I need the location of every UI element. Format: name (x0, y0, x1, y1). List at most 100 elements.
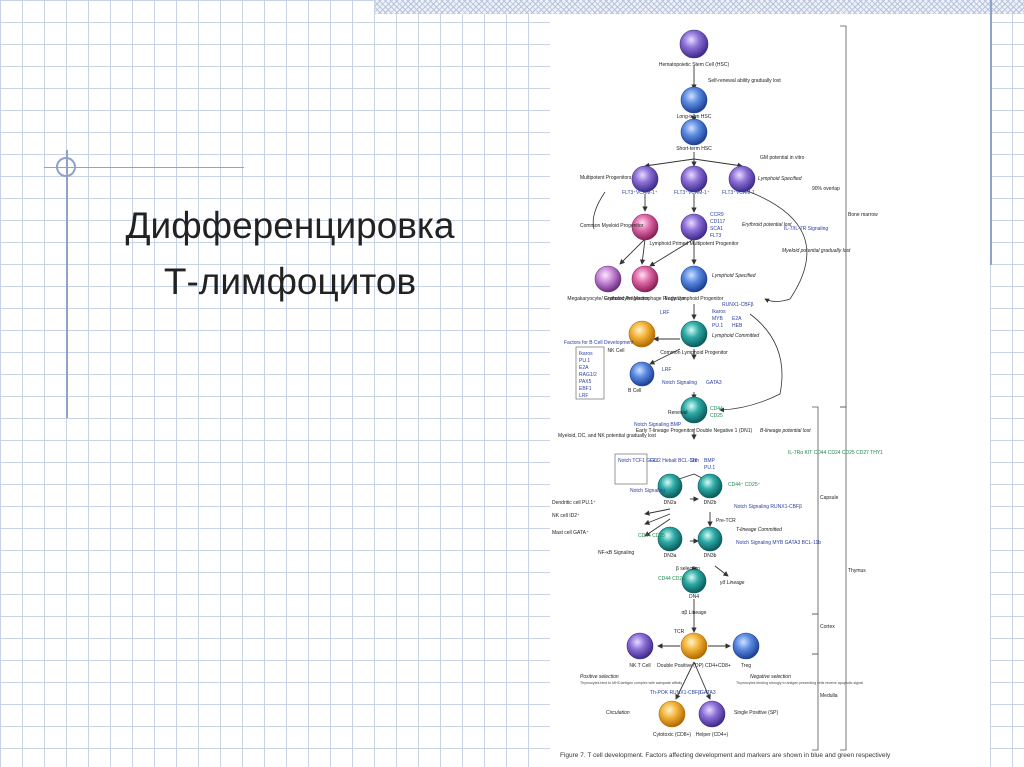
label-nk-cell: NK Cell (608, 348, 625, 354)
label-rag: RAG1/2 (579, 372, 597, 378)
label-runx: RUNX1-CBFβ (722, 302, 754, 308)
label-cd25: CD25 (710, 413, 723, 419)
label-helper: Helper (CD4+) (696, 732, 729, 738)
label-myeloid-lost: Myeloid potential gradually lost (782, 248, 851, 254)
label-medulla: Medulla (820, 693, 838, 699)
label-notch-myb: Notch Signaling MYB GATA3 BCL-11b (736, 540, 821, 546)
cell-nkt (626, 632, 654, 660)
label-cd44m: CD44 CD25 (638, 533, 665, 539)
label-pu1-r: PU.1 (712, 323, 723, 329)
label-gd: γδ Lineage (720, 580, 745, 586)
cell-b (629, 361, 655, 387)
label-mast: Mast cell GATA⁺ (552, 530, 589, 536)
label-bone-marrow: Bone marrow (848, 212, 878, 218)
label-pax5: PAX5 (579, 379, 592, 385)
label-self-renewal: Self-renewal ability gradually lost (708, 78, 781, 84)
cell-dn3b (697, 526, 723, 552)
label-il7r: IL-7/IL-7R Signaling (784, 226, 828, 232)
label-cortex: Cortex (820, 624, 835, 630)
label-overlap: 90% overlap (812, 186, 840, 192)
cell-mpp-a (631, 165, 659, 193)
cell-hsc (679, 29, 709, 59)
label-circulation: Circulation (606, 710, 630, 716)
label-gm-potential: GM potential in vitro (760, 155, 805, 161)
label-heb: HEB (732, 323, 743, 329)
label-cd117: CD117 (710, 219, 725, 225)
label-flt3-a: FLT3⁺VCAM-1⁺ (622, 190, 658, 196)
title-line-1: Дифференцировка (125, 205, 455, 246)
label-markers: IL-7Rα KIT CD44 CD24 CD25 CD27 THY1 (788, 450, 883, 456)
label-beta: β selection (676, 566, 700, 572)
label-hsc: Hematopoietic Stem Cell (HSC) (659, 62, 730, 68)
label-ikaros-r: Ikaros (712, 309, 726, 315)
decor-horizontal-line (44, 167, 244, 168)
label-nkt: NK T Cell (629, 663, 650, 669)
label-cd44p: CD44⁺ CD25⁺ (728, 482, 761, 488)
arrows (619, 66, 743, 700)
label-notch-runx: Notch Signaling RUNX1-CBFβ (734, 504, 802, 510)
label-myb: MYB (712, 316, 724, 322)
label-gmp: Granulocyte/ Macrophage Progenitor (604, 296, 686, 302)
cell-dn4 (681, 568, 707, 594)
cell-clp (680, 320, 708, 348)
label-gata3: GATA3 (706, 380, 722, 386)
label-dp: Double Positive (DP) CD4+CD8+ (657, 663, 731, 669)
label-renewal: Renewal (668, 410, 687, 416)
cell-mpp-b (680, 165, 708, 193)
label-cd44d: CD44 CD25 (658, 576, 685, 582)
cells (594, 29, 760, 728)
label-sp: Single Positive (SP) (734, 710, 779, 716)
factor-labels: FLT3⁺VCAM-1⁺ FLT3⁺VCAM-1⁺ FLT3⁺VCAM-1 CC… (564, 190, 828, 696)
label-e2a: E2A (579, 365, 589, 371)
cell-gmp (631, 265, 659, 293)
decor-vertical-line (66, 150, 68, 418)
label-dn3b: DN3b (704, 553, 717, 559)
marker-labels: CD44 CD25 IL-7Rα KIT CD44 CD24 CD25 CD27… (638, 406, 883, 582)
label-lmpp: Lymphoid Primed Multipotent Progenitor (649, 241, 738, 247)
label-thpok: Th-POK RUNX1-CBFβ (650, 690, 701, 696)
label-b-lineage: B-lineage potential lost (760, 428, 811, 434)
cell-etp (680, 396, 708, 424)
label-pu1: PU.1 (579, 358, 590, 364)
label-sca1: SCA1 (710, 226, 723, 232)
label-nfkb: NF-κB Signaling (598, 550, 634, 556)
label-pos-sel: Positive selection (580, 674, 619, 680)
label-lymphoid-specified: Lymphoid Specified (758, 176, 802, 182)
decor-circle (56, 157, 76, 177)
cell-nk (628, 320, 656, 348)
label-ccr9: CCR9 (710, 212, 724, 218)
label-st-hsc: Short-term HSC (676, 146, 712, 152)
label-pretcr: Pre-TCR (716, 518, 736, 524)
label-elp: Early Lymphoid Progenitor (665, 296, 724, 302)
label-lymphoid-committed: Lymphoid Committed (712, 333, 759, 339)
label-flt3: FLT3 (710, 233, 722, 239)
cell-dn2b (697, 473, 723, 499)
cell-cmp (631, 213, 659, 241)
label-flt3-b: FLT3⁺VCAM-1⁺ (674, 190, 710, 196)
diagram-svg: Hematopoietic Stem Cell (HSC) Self-renew… (552, 25, 883, 751)
cell-dn3a (657, 526, 683, 552)
label-pu1-2: PU.1 (704, 465, 715, 471)
label-dn2b: DN2b (704, 500, 717, 506)
cell-st-hsc (680, 118, 708, 146)
cell-lmpp (680, 213, 708, 241)
label-b-cell: B Cell (628, 388, 641, 394)
cell-mep (594, 265, 622, 293)
label-erythroid: Erythroid potential lost (742, 222, 792, 228)
cell-mpp-c (728, 165, 756, 193)
label-notch-sig: Notch Signaling (662, 380, 697, 386)
decor-vertical-line-right (990, 0, 992, 265)
cell-helper (698, 700, 726, 728)
label-dn2a: DN2a (664, 500, 677, 506)
bracket-lines (812, 25, 847, 751)
label-pos-desc: Thymocytes bind to MHC/antigen complex w… (580, 681, 682, 685)
cell-elp (680, 265, 708, 293)
label-lrf2: LRF (579, 393, 588, 399)
figure-caption: Figure 7. T cell development. Factors af… (560, 752, 891, 759)
label-neg-sel: Negative selection (750, 674, 791, 680)
label-mpp: Multipotent Progenitors (580, 175, 632, 181)
label-neg-desc: Thymocytes binding strongly to antigen p… (736, 681, 863, 685)
label-dc: Dendritic cell PU.1⁺ (552, 500, 596, 506)
cell-dn2a (657, 473, 683, 499)
cell-lt-hsc (680, 86, 708, 114)
